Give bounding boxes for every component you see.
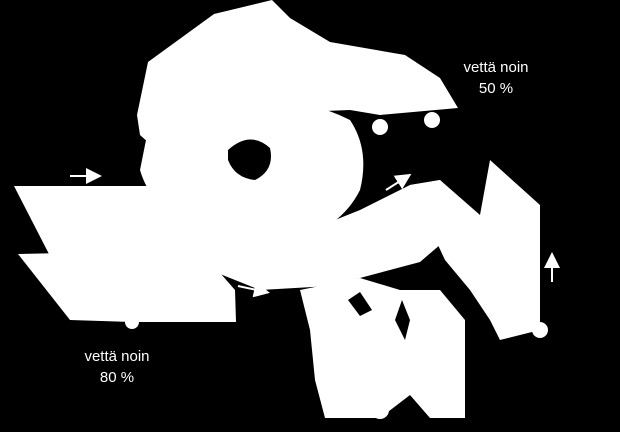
roller [372, 119, 388, 135]
label-top-line1: vettä noin [463, 59, 529, 76]
right-press-arm [410, 160, 540, 340]
roller [254, 118, 270, 134]
left-sheet-lower [18, 250, 236, 322]
label-bottom-line1: vettä noin [84, 348, 150, 365]
roller [232, 123, 252, 143]
center-conveyor [200, 180, 470, 290]
press-gap [348, 292, 372, 316]
roller [532, 322, 548, 338]
water-content-label-top: vettä noin 50 % [436, 57, 556, 99]
column-gap [395, 300, 410, 340]
arrow-right-center-conveyor [237, 281, 270, 298]
roller [308, 310, 324, 326]
lower-press-block [300, 278, 465, 418]
roller [265, 165, 285, 185]
arrow-up-right-press [385, 173, 412, 191]
ring-cutout [228, 139, 271, 180]
roller [125, 315, 139, 329]
water-content-label-bottom: vettä noin 80 % [57, 346, 177, 388]
label-top-line2: 50 % [478, 80, 514, 97]
roller [196, 187, 214, 205]
roller [424, 112, 440, 128]
roller [371, 401, 389, 419]
label-bottom-line2: 80 % [99, 369, 135, 386]
